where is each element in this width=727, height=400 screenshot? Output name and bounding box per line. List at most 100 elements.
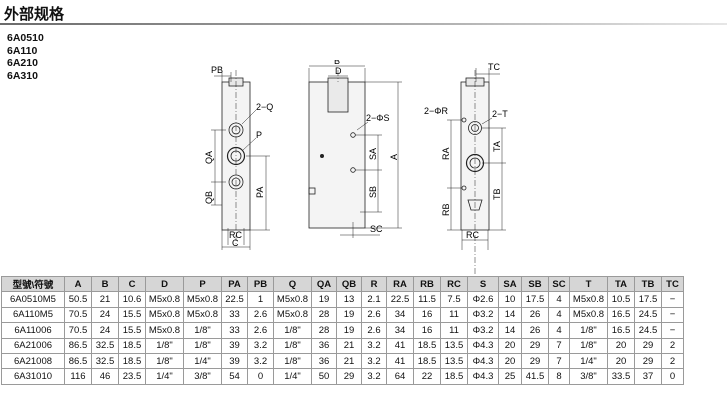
table-cell: 54 — [221, 368, 248, 385]
table-cell: 15.5 — [118, 322, 146, 339]
front-view — [211, 70, 270, 250]
table-cell: 41 — [386, 352, 414, 370]
label-qb: QB — [204, 191, 214, 204]
table-cell: 1/8" — [569, 337, 608, 354]
table-cell: 32.5 — [91, 337, 119, 354]
table-cell: 2.6 — [361, 306, 387, 324]
table-cell: 20 — [498, 352, 522, 370]
right-view — [447, 68, 506, 275]
label-pa: PA — [255, 187, 265, 198]
table-cell: 70.5 — [64, 322, 92, 339]
table-cell: 17.5 — [634, 291, 662, 308]
table-cell: M5x0.8 — [273, 306, 312, 324]
table-cell: 2.6 — [361, 322, 387, 339]
side-view — [308, 65, 402, 238]
table-cell: − — [661, 322, 684, 339]
table-cell: 10.5 — [607, 291, 635, 308]
label-d: D — [335, 66, 342, 76]
table-cell: 0 — [661, 368, 684, 385]
table-cell: M5x0.8 — [183, 291, 222, 308]
table-cell: 3/8" — [569, 368, 608, 385]
table-cell: 46 — [91, 368, 119, 385]
table-cell: 16 — [413, 306, 441, 324]
table-cell: 3.2 — [247, 352, 274, 370]
table-cell: 29 — [336, 368, 362, 385]
header-cell: D — [145, 275, 184, 293]
model-list: 6A0510 6A110 6A210 6A310 — [7, 32, 44, 82]
table-cell: 3.2 — [361, 352, 387, 370]
title-rule — [0, 23, 727, 25]
label-sa: SA — [368, 148, 378, 160]
table-cell: 4 — [548, 322, 570, 339]
table-cell: 39 — [221, 337, 248, 354]
table-cell: 6A21008 — [1, 352, 65, 370]
table-cell: 39 — [221, 352, 248, 370]
table-cell: 21 — [91, 291, 119, 308]
table-cell: − — [661, 306, 684, 324]
table-cell: 26 — [521, 306, 549, 324]
table-cell: 22 — [413, 368, 441, 385]
table-cell: 18.5 — [440, 368, 468, 385]
table-cell: 41.5 — [521, 368, 549, 385]
header-cell: S — [467, 275, 499, 293]
table-cell: 4 — [548, 306, 570, 324]
table-cell: 10 — [498, 291, 522, 308]
table-cell: 6A0510M5 — [1, 291, 65, 308]
table-cell: 1/8" — [183, 322, 222, 339]
table-cell: 1/8" — [145, 352, 184, 370]
table-cell: 6A110M5 — [1, 306, 65, 324]
table-cell: 29 — [521, 352, 549, 370]
table-cell: 15.5 — [118, 306, 146, 324]
table-cell: Φ3.2 — [467, 322, 499, 339]
table-cell: 18.5 — [413, 337, 441, 354]
table-cell: 1/8" — [273, 337, 312, 354]
table-cell: 34 — [386, 306, 414, 324]
header-cell: C — [118, 275, 146, 293]
header-cell: TB — [634, 275, 662, 293]
table-cell: 29 — [634, 337, 662, 354]
table-cell: 33 — [221, 322, 248, 339]
table-cell: 20 — [498, 337, 522, 354]
label-pb: PB — [211, 65, 223, 75]
table-cell: 1/4" — [569, 352, 608, 370]
label-ta: TA — [492, 141, 502, 152]
table-cell: 19 — [311, 291, 337, 308]
table-cell: 18.5 — [118, 337, 146, 354]
table-cell: 2 — [661, 352, 684, 370]
table-cell: 1/4" — [145, 368, 184, 385]
header-cell: SB — [521, 275, 549, 293]
table-cell: 20 — [607, 352, 635, 370]
table-cell: 16.5 — [607, 322, 635, 339]
header-cell: QB — [336, 275, 362, 293]
label-qa: QA — [204, 151, 214, 164]
table-cell: 2.6 — [247, 322, 274, 339]
table-cell: M5x0.8 — [569, 291, 608, 308]
table-cell: 64 — [386, 368, 414, 385]
header-cell: PA — [221, 275, 248, 293]
title-bar: 外部规格 — [0, 0, 727, 27]
table-cell: 10.6 — [118, 291, 146, 308]
header-cell: SA — [498, 275, 522, 293]
table-cell: M5x0.8 — [145, 291, 184, 308]
table-cell: 19 — [336, 306, 362, 324]
table-cell: 3/8" — [183, 368, 222, 385]
table-cell: 1/8" — [273, 322, 312, 339]
dimension-drawing: PB 2−Q P QA QB PA RC C B D 2−ΦS A SA SB … — [204, 60, 508, 275]
header-cell: Q — [273, 275, 312, 293]
label-p: P — [256, 130, 262, 140]
label-2q: 2−Q — [256, 102, 273, 112]
header-cell: SC — [548, 275, 570, 293]
table-cell: 19 — [336, 322, 362, 339]
page-title: 外部规格 — [4, 5, 65, 23]
table-cell: 6A11006 — [1, 322, 65, 339]
model-item: 6A210 — [7, 57, 38, 69]
table-cell: 11 — [440, 322, 468, 339]
table-cell: 1/4" — [273, 368, 312, 385]
table-cell: 13 — [336, 291, 362, 308]
table-cell: 3.2 — [361, 368, 387, 385]
table-cell: Φ4.3 — [467, 352, 499, 370]
table-cell: 29 — [634, 352, 662, 370]
table-cell: M5x0.8 — [273, 291, 312, 308]
table-cell: 8 — [548, 368, 570, 385]
